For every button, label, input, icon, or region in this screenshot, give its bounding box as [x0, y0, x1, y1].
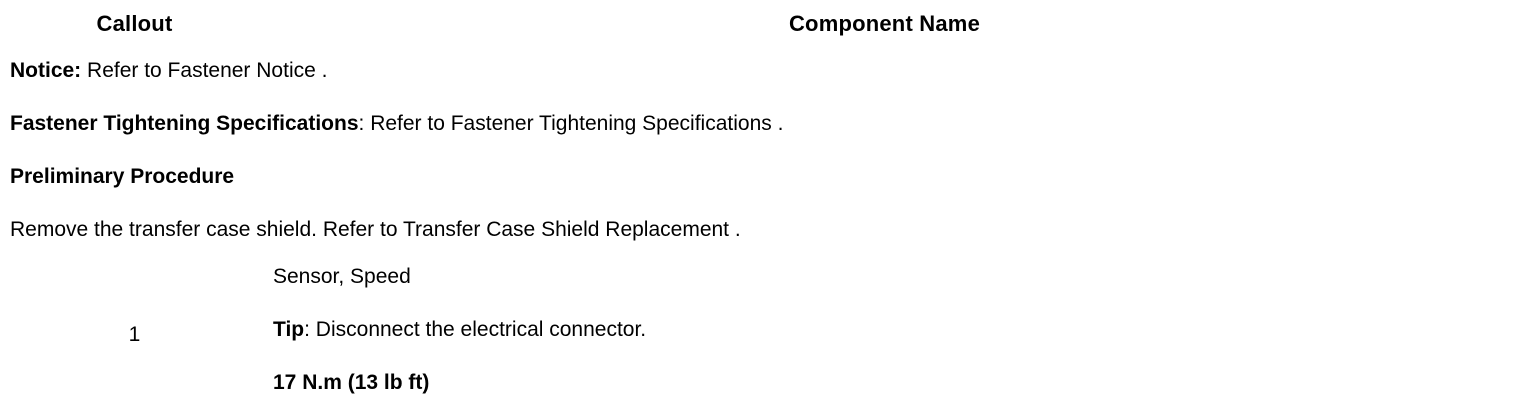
column-header-component-name: Component Name — [788, 11, 981, 36]
tip-text: Disconnect the electrical connector. — [309, 318, 647, 341]
preliminary-procedure-line: Preliminary Procedure — [10, 164, 1504, 189]
fastener-tightening-specifications-label: Fastener Tightening Specifications — [10, 112, 359, 135]
component-detail-cell: Sensor, Speed Tip: Disconnect the electr… — [265, 254, 1504, 416]
notice-block-cell: Notice: Refer to Fastener Notice . Faste… — [4, 48, 1504, 254]
preliminary-step-line: Remove the transfer case shield. Refer t… — [10, 217, 1504, 242]
fastener-tightening-specifications-colon: : — [358, 112, 365, 135]
fastener-tightening-specifications-text: Refer to Fastener Tightening Specificati… — [364, 112, 784, 135]
column-header-callout: Callout — [96, 11, 173, 36]
tip-colon: : — [304, 318, 310, 341]
notice-text: Refer to Fastener Notice . — [81, 59, 328, 82]
tip-label: Tip — [273, 318, 305, 341]
preliminary-procedure-label: Preliminary Procedure — [10, 165, 235, 188]
tip-line: Tip: Disconnect the electrical connector… — [273, 317, 1504, 342]
callout-number: 1 — [128, 323, 141, 346]
component-name-value: Sensor, Speed — [273, 265, 411, 288]
notice-label: Notice: — [10, 59, 82, 82]
preliminary-step-text: Remove the transfer case shield. Refer t… — [10, 218, 741, 241]
table-row: 1 Sensor, Speed Tip: Disconnect the elec… — [4, 254, 1504, 416]
torque-specification: 17 N.m (13 lb ft) — [273, 371, 430, 394]
fastener-tightening-specifications-line: Fastener Tightening Specifications: Refe… — [10, 111, 1504, 136]
table-header-row: Callout Component Name — [4, 4, 1504, 48]
notice-line: Notice: Refer to Fastener Notice . — [10, 58, 1504, 83]
notice-block-row: Notice: Refer to Fastener Notice . Faste… — [4, 48, 1504, 254]
component-callout-table: Callout Component Name Notice: Refer to … — [4, 4, 1504, 416]
